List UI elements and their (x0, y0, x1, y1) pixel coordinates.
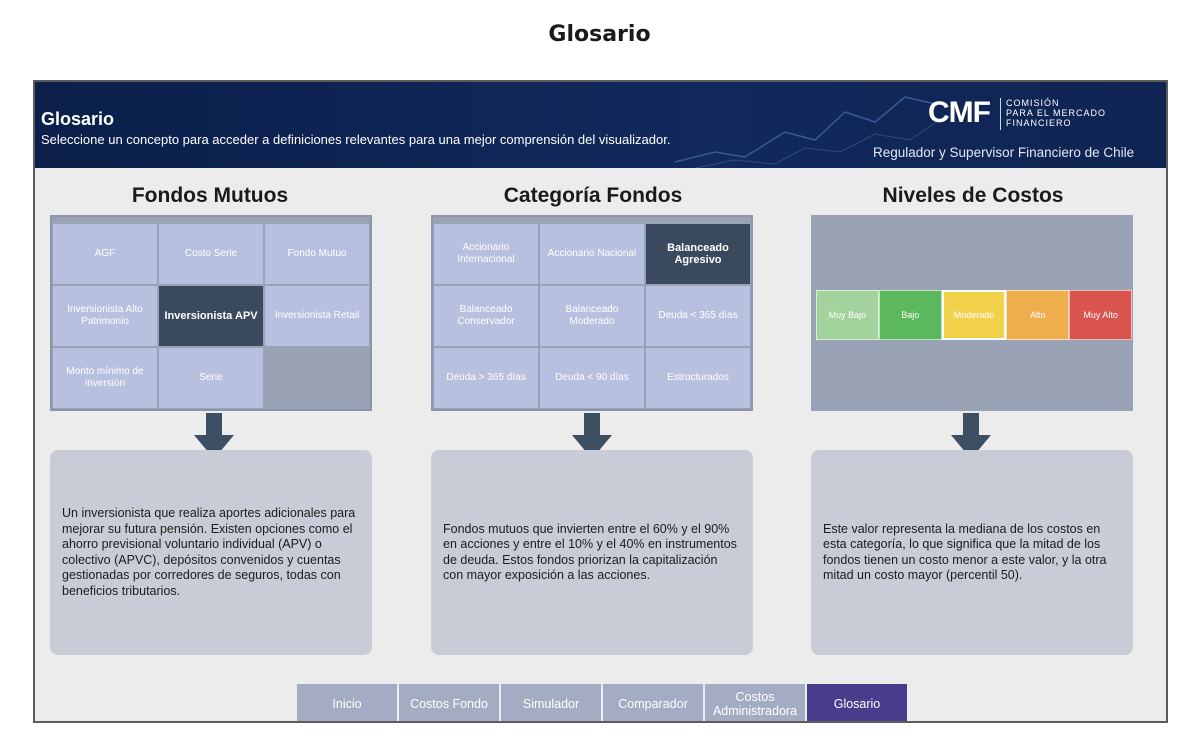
column-title-fondos-mutuos: Fondos Mutuos (131, 184, 289, 207)
tab-costos-fondo[interactable]: Costos Fondo (399, 684, 499, 721)
concept-button-balanceado-moderado[interactable]: Balanceado Moderado (540, 286, 644, 346)
description-text: Un inversionista que realiza aportes adi… (62, 506, 356, 598)
concept-button-deuda-90-dias[interactable]: Deuda < 90 días (540, 348, 644, 408)
tab-simulador[interactable]: Simulador (501, 684, 601, 721)
banner-tagline: Regulador y Supervisor Financiero de Chi… (873, 145, 1135, 160)
banner-title: Glosario (41, 109, 115, 129)
description-text: Este valor representa la mediana de los … (823, 521, 1107, 583)
column-title-categoria-fondos: Categoría Fondos (503, 184, 683, 207)
logo-text: COMISIÓN PARA EL MERCADO FINANCIERO (1006, 98, 1106, 128)
description-box: Un inversionista que realiza aportes adi… (50, 450, 372, 655)
concept-button-monto-minimo-de-inversion[interactable]: Monto mínimo de inversión (53, 348, 157, 408)
logo-line: FINANCIERO (1006, 118, 1072, 128)
description-box: Este valor representa la mediana de los … (811, 450, 1133, 655)
concept-button-balanceado-agresivo[interactable]: Balanceado Agresivo (646, 224, 750, 284)
concept-button-costo-serie[interactable]: Costo Serie (159, 224, 263, 284)
column-title-niveles-costos: Niveles de Costos (882, 184, 1064, 207)
cost-level-alto[interactable]: Alto (1006, 290, 1070, 340)
logo-line: PARA EL MERCADO (1006, 108, 1107, 118)
concept-button-inversionista-retail[interactable]: Inversionista Retail (265, 286, 369, 346)
page-title: Glosario (548, 22, 651, 47)
concept-button-deuda-365-dias[interactable]: Deuda < 365 días (646, 286, 750, 346)
logo-line: COMISIÓN (1006, 98, 1060, 108)
down-arrow-icon (194, 413, 234, 459)
concept-button-accionario-nacional[interactable]: Accionario Nacional (540, 224, 644, 284)
down-arrow-icon (951, 413, 991, 459)
tab-costos-administradora[interactable]: Costos Administradora (705, 684, 805, 721)
cost-level-muy-bajo[interactable]: Muy Bajo (816, 290, 879, 340)
concept-button-estructurados[interactable]: Estructurados (646, 348, 750, 408)
chart-decoration (675, 96, 946, 168)
concept-button-balanceado-conservador[interactable]: Balanceado Conservador (434, 286, 538, 346)
description-text: Fondos mutuos que invierten entre el 60%… (443, 521, 737, 583)
description-box: Fondos mutuos que invierten entre el 60%… (431, 450, 753, 655)
grid-cell-empty (265, 348, 369, 408)
banner-subtitle: Seleccione un concepto para acceder a de… (41, 132, 671, 147)
tab-inicio[interactable]: Inicio (297, 684, 397, 721)
cost-level-moderado[interactable]: Moderado (941, 290, 1007, 340)
cost-level-bajo[interactable]: Bajo (878, 290, 942, 340)
header-banner: Glosario Seleccione un concepto para acc… (35, 82, 1166, 168)
concept-button-serie[interactable]: Serie (159, 348, 263, 408)
cmf-logo: CMF COMISIÓN PARA EL MERCADO FINANCIERO (928, 96, 1158, 136)
concept-button-fondo-mutuo[interactable]: Fondo Mutuo (265, 224, 369, 284)
concept-button-deuda-365-dias[interactable]: Deuda > 365 días (434, 348, 538, 408)
tab-glosario[interactable]: Glosario (807, 684, 907, 721)
concept-button-inversionista-apv[interactable]: Inversionista APV (159, 286, 263, 346)
logo-mark: CMF (928, 96, 991, 129)
down-arrow-icon (572, 413, 612, 459)
logo-separator (1000, 98, 1001, 130)
cost-level-muy-alto[interactable]: Muy Alto (1069, 290, 1132, 340)
tab-comparador[interactable]: Comparador (603, 684, 703, 721)
concept-button-accionario-internacional[interactable]: Accionario Internacional (434, 224, 538, 284)
concept-button-inversionista-alto-patrimonio[interactable]: Inversionista Alto Patrimonio (53, 286, 157, 346)
concept-button-agf[interactable]: AGF (53, 224, 157, 284)
report-frame: Glosario Seleccione un concepto para acc… (33, 80, 1168, 723)
